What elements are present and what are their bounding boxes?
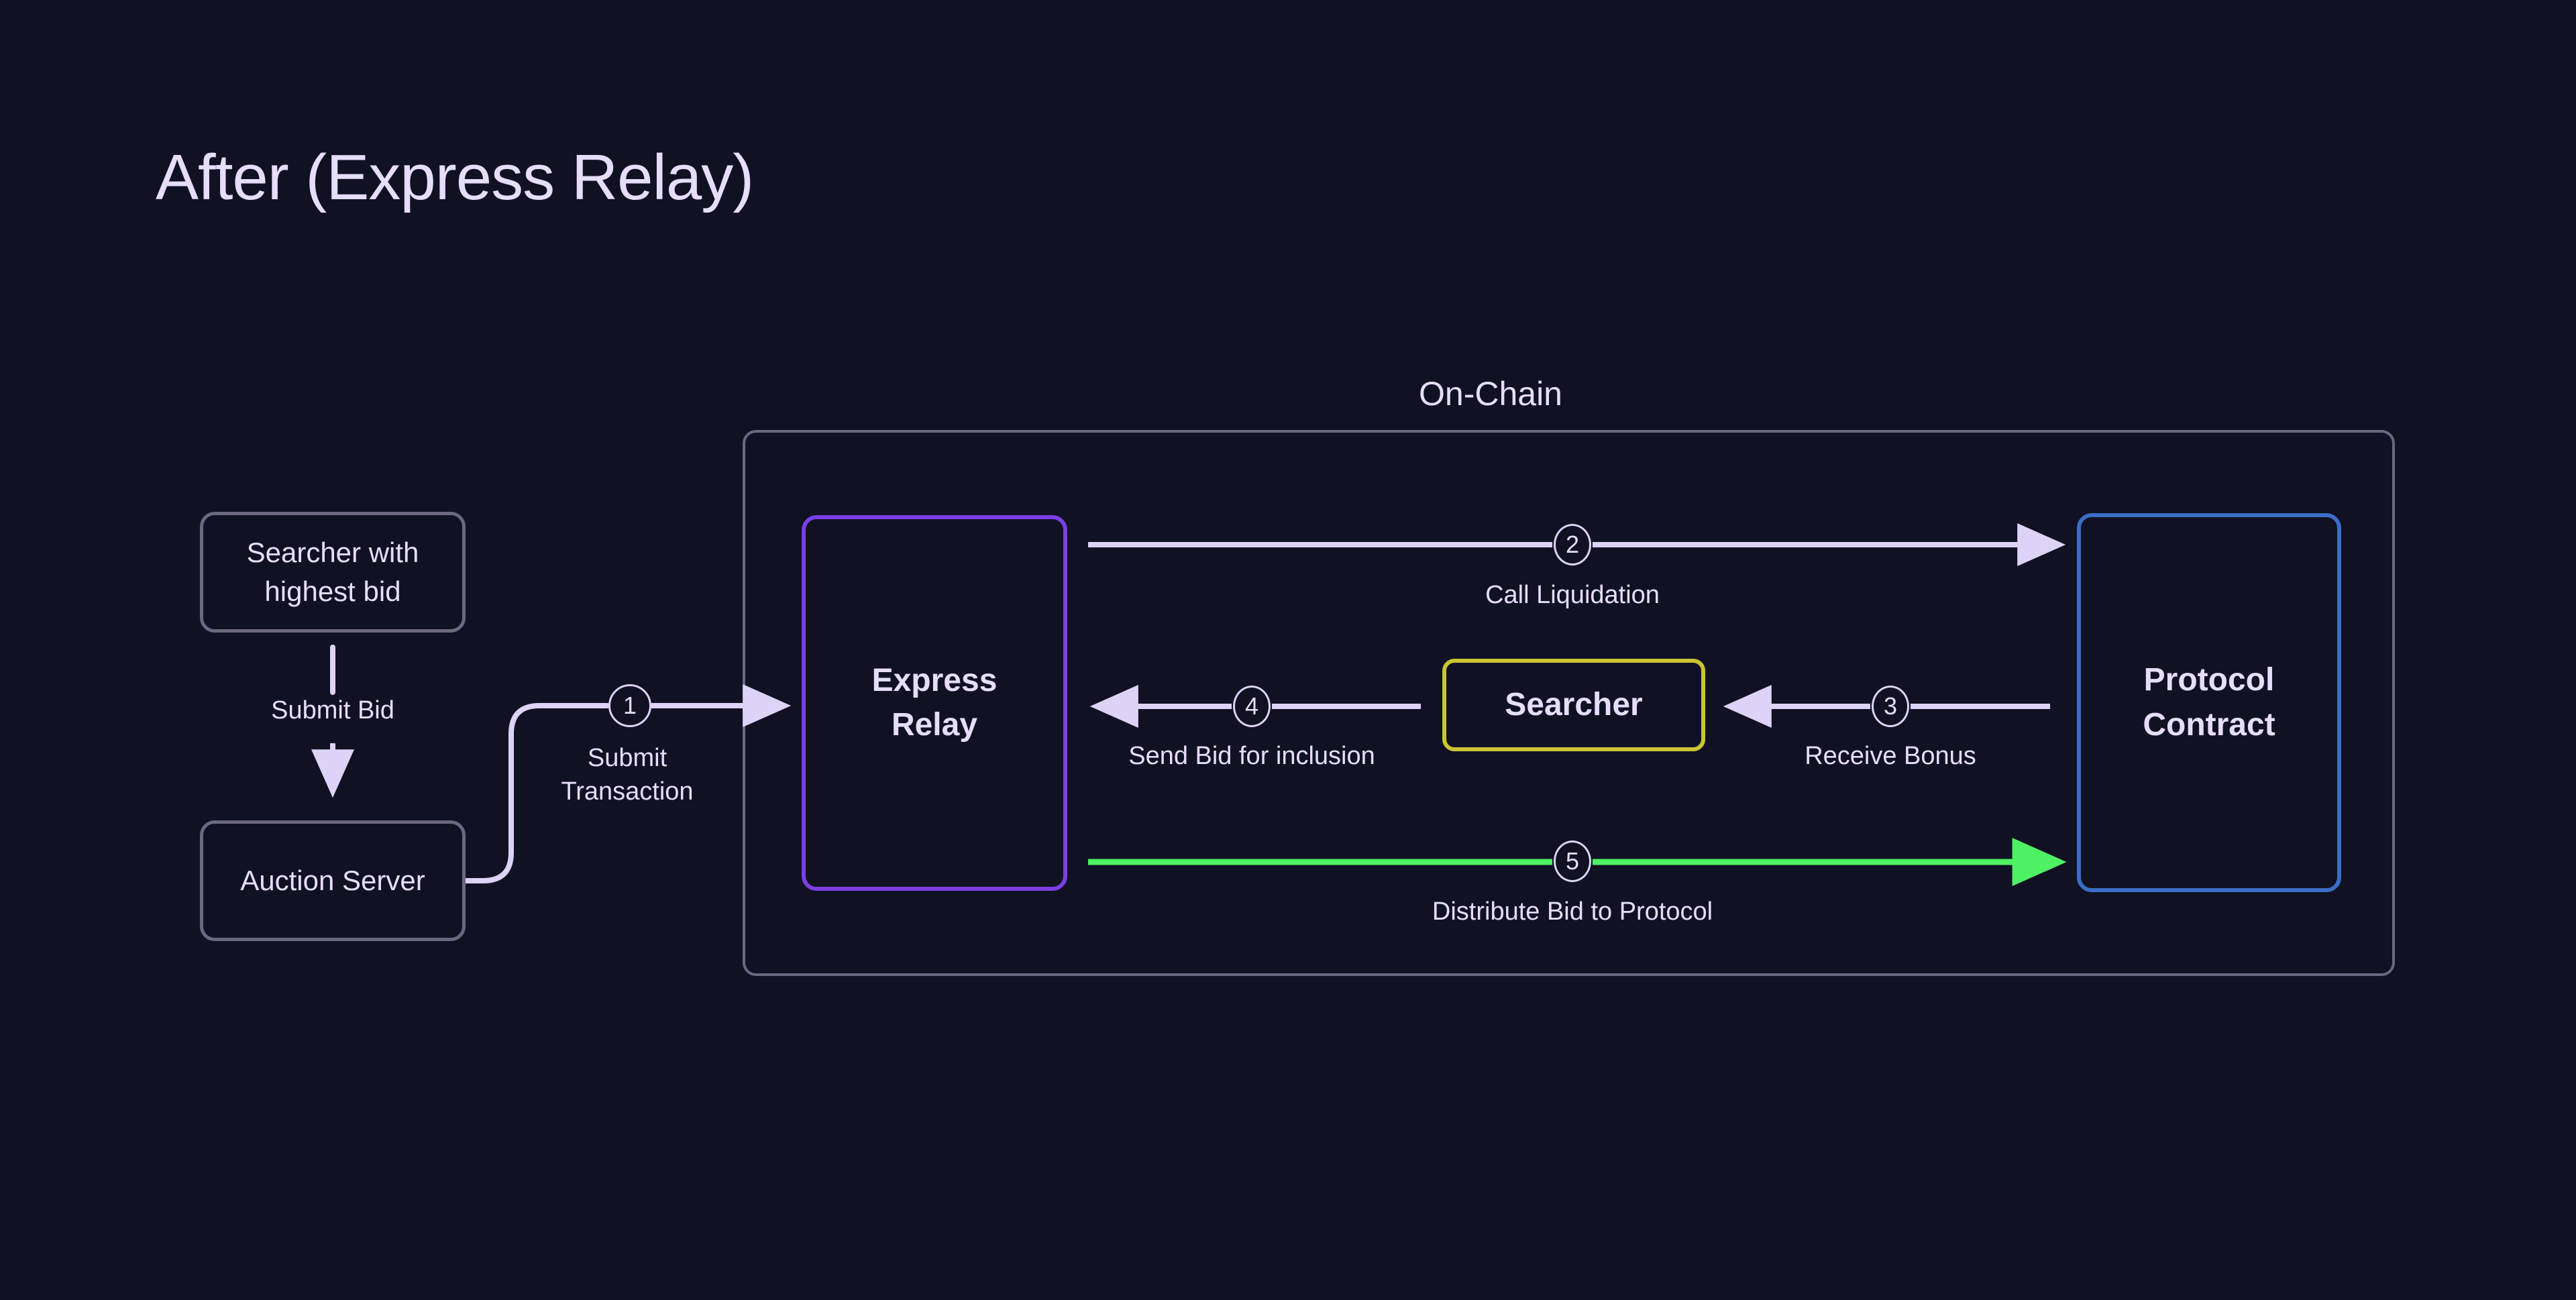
edge-label-send-bid-for-inclusion: Send Bid for inclusion [1128, 742, 1375, 770]
edge-label-receive-bonus: Receive Bonus [1805, 742, 1976, 770]
node-searcher-with-highest-bid-label: Searcher with highest bid [246, 537, 419, 607]
node-protocol-contract-label: Protocol Contract [2143, 662, 2275, 743]
page-title: After (Express Relay) [156, 142, 754, 213]
edge-label-distribute-bid-to-protocol: Distribute Bid to Protocol [1432, 898, 1713, 926]
node-auction-server-label: Auction Server [240, 865, 425, 897]
step-badge-2: 2 [1554, 524, 1591, 565]
node-searcher-with-highest-bid[interactable]: Searcher with highest bid [200, 512, 466, 633]
node-searcher-label: Searcher [1505, 686, 1643, 722]
node-express-relay-label: Express Relay [871, 662, 998, 743]
step-badge-3: 3 [1872, 686, 1909, 727]
step-badge-5: 5 [1554, 841, 1591, 882]
node-express-relay[interactable]: Express Relay [802, 515, 1067, 891]
step-badge-4: 4 [1233, 686, 1271, 727]
edge-label-call-liquidation: Call Liquidation [1485, 581, 1660, 609]
edge-label-submit-transaction: Submit Transaction [561, 744, 694, 806]
onchain-group-label: On-Chain [1419, 375, 1562, 413]
node-auction-server[interactable]: Auction Server [200, 820, 466, 941]
edge-label-submit-bid: Submit Bid [271, 696, 394, 724]
step-badge-1: 1 [608, 684, 651, 727]
node-protocol-contract[interactable]: Protocol Contract [2077, 513, 2341, 892]
node-searcher[interactable]: Searcher [1442, 659, 1705, 751]
